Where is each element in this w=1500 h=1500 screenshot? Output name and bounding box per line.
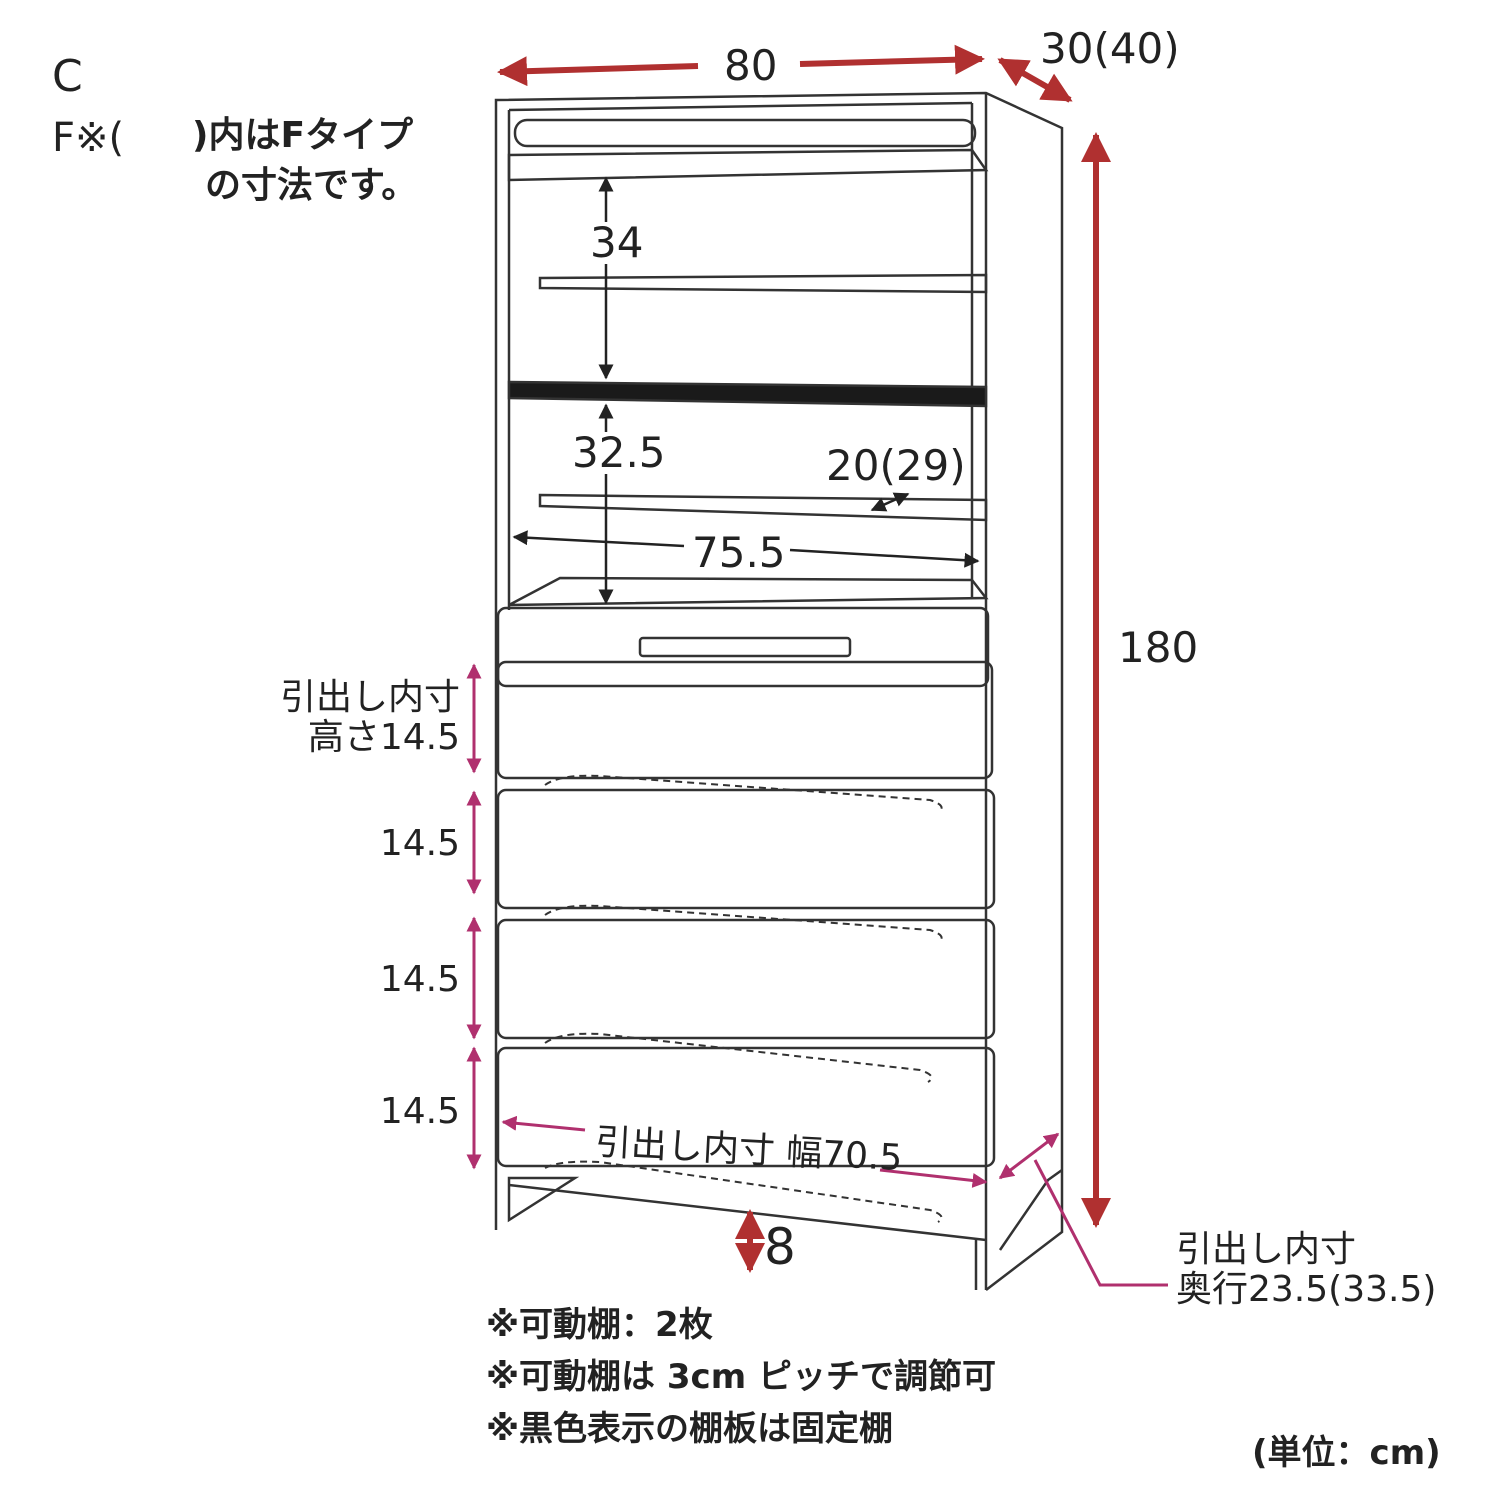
drawer-inner-depth-label-line2: 奥行23.5(33.5)	[1176, 1269, 1437, 1310]
drawer-box-3	[544, 1032, 933, 1083]
f-type-note-prefix: F※(	[52, 115, 125, 161]
cabinet-body	[494, 91, 1064, 1291]
drawer-1	[496, 660, 994, 780]
top-drawer	[496, 606, 990, 688]
variant-label: C	[52, 51, 83, 102]
drawer-3-height-label: 14.5	[379, 959, 460, 1000]
shelf-depth-arrow	[870, 492, 910, 512]
base-height-label: 8	[764, 1218, 796, 1276]
depth-arrow	[997, 57, 1073, 103]
depth-label: 30(40)	[1040, 24, 1180, 73]
drawer-4-height-label: 14.5	[379, 1091, 460, 1132]
f-type-note-line2: の寸法です。	[205, 165, 418, 206]
drawer-depth-leader	[1033, 1159, 1168, 1287]
note-fixed-shelf: ※黒色表示の棚板は固定棚	[486, 1409, 894, 1449]
drawer-box-1	[544, 774, 943, 813]
note-shelf-pitch: ※可動棚は 3cm ピッチで調節可	[486, 1357, 996, 1397]
cabinet-outline	[494, 91, 1064, 1291]
top-rail	[508, 101, 973, 112]
width-arrow-left	[497, 56, 699, 87]
drawer-width-arrow-left	[501, 1115, 586, 1132]
drawer-box-dashes	[544, 774, 943, 1223]
drawer-box-2	[544, 904, 943, 943]
drawer-depth-arrow	[998, 1132, 1060, 1180]
inner-width-label: 75.5	[692, 528, 786, 577]
width-arrow-right	[799, 44, 985, 75]
drawer-2	[496, 788, 996, 910]
top-shelf	[507, 148, 989, 182]
outer-dimension-arrows	[497, 44, 1111, 1273]
drawer-2-height-label: 14.5	[379, 823, 460, 864]
inner-dimension-arrows	[512, 176, 980, 605]
shelf-gap-mid-label: 32.5	[572, 428, 666, 477]
unit-label: (単位：cm)	[1252, 1433, 1441, 1473]
drawer-dimension-arrows	[466, 663, 1168, 1287]
drawer-width-arrow-right	[879, 1168, 988, 1188]
height-label: 180	[1118, 623, 1199, 672]
fixed-shelf	[507, 380, 988, 408]
drawer-inner-height-label-line1: 引出し内寸	[279, 677, 460, 718]
note-movable-shelves: ※可動棚：2枚	[486, 1305, 713, 1345]
drawer-3	[496, 918, 996, 1040]
drawer-inner-depth-label-line1: 引出し内寸	[1176, 1229, 1357, 1270]
f-type-note-suffix: )内はFタイプ	[192, 115, 414, 156]
drawer-handle	[638, 636, 852, 658]
inner-width-arrow-right	[789, 548, 980, 568]
base-plinth	[507, 1176, 580, 1223]
width-label: 80	[724, 41, 778, 90]
shelf-gap-top-label: 34	[590, 218, 644, 267]
hanger-rod	[513, 118, 977, 148]
drawer-4	[496, 1046, 996, 1168]
inner-width-arrow-left	[512, 530, 685, 548]
shelf-bottom	[508, 576, 989, 607]
shelf-depth-label: 20(29)	[826, 441, 966, 490]
drawer-inner-height-label-line2: 高さ14.5	[307, 717, 460, 758]
adjustable-shelf-lower	[538, 493, 988, 522]
drawer-box-4	[544, 1160, 943, 1223]
adjustable-shelf-upper	[538, 273, 988, 294]
